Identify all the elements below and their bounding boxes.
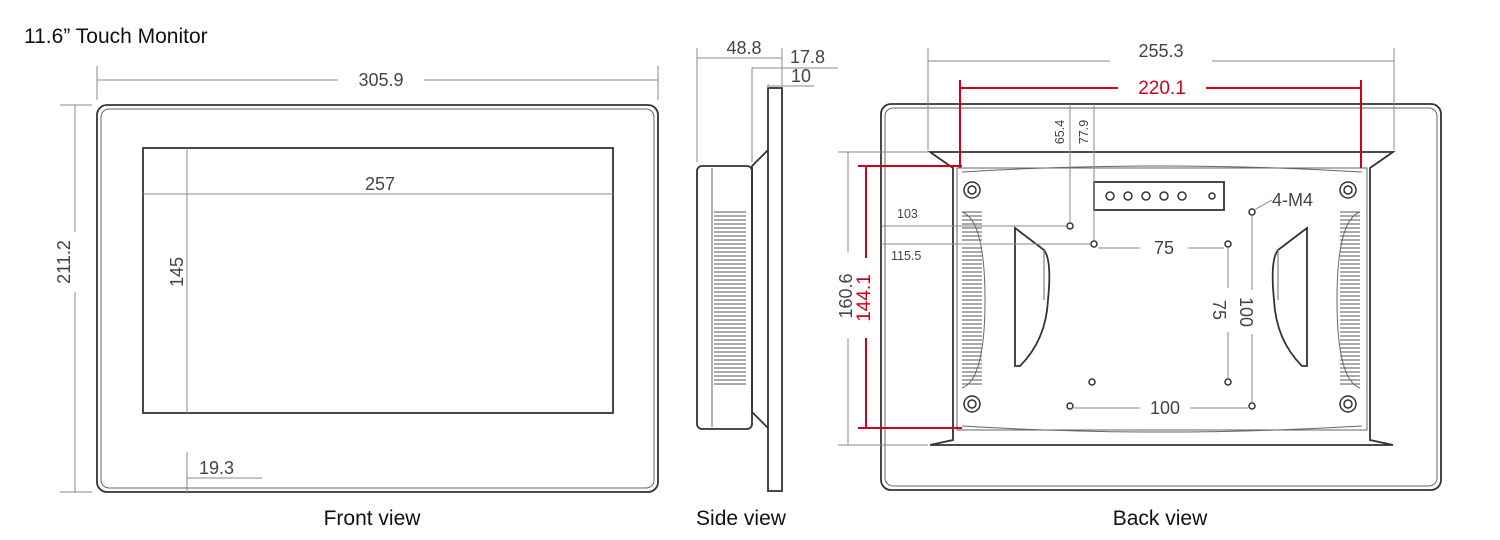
front-screen — [142, 147, 614, 414]
back-cutout-width-label: 220.1 — [1138, 78, 1186, 99]
front-width-dimension: 305.9 — [96, 66, 659, 100]
back-height-dimension: 160.6 — [836, 151, 928, 446]
side-bezel — [767, 87, 783, 492]
side-housing-taper — [751, 149, 769, 429]
back-cutout-height-dimension: 144.1 — [854, 165, 962, 429]
vesa-75-vertical-dimension: 75 — [1209, 248, 1229, 378]
bottom-border-dimension: 19.3 — [186, 452, 262, 492]
handle-right — [1271, 226, 1308, 367]
vesa-holes — [1066, 208, 1256, 410]
side-view: 48.8 17.8 10 Side view — [696, 38, 838, 530]
screen-width-label: 257 — [365, 174, 395, 194]
offset-65-label: 65.4 — [1053, 120, 1067, 144]
vesa-75-vertical-label: 75 — [1209, 300, 1229, 320]
screen-width-dimension: 257 — [143, 174, 613, 195]
front-height-dimension: 211.2 — [54, 104, 92, 493]
back-height-label: 160.6 — [836, 273, 856, 318]
side-depth-total-label: 48.8 — [726, 38, 761, 58]
side-vent-fins — [714, 211, 746, 385]
back-housing-panel — [956, 167, 1368, 431]
vesa-100-horizontal-dimension: 100 — [1074, 398, 1248, 418]
back-cutout-height-label: 144.1 — [854, 274, 875, 322]
back-width-dimension: 255.3 — [927, 41, 1395, 150]
front-view-caption: Front view — [324, 507, 422, 530]
side-view-caption: Side view — [696, 507, 787, 530]
back-housing — [927, 151, 1396, 446]
offset-77-label: 77.9 — [1077, 120, 1091, 144]
back-width-label: 255.3 — [1138, 41, 1183, 61]
front-width-label: 305.9 — [358, 70, 403, 90]
screen-height-dimension: 145 — [167, 148, 188, 413]
handle-left — [1014, 226, 1051, 367]
back-view: 255.3 220.1 160.6 144.1 — [836, 41, 1442, 530]
bottom-border-label: 19.3 — [199, 458, 234, 478]
vesa-75-horizontal-label: 75 — [1154, 238, 1174, 258]
front-height-label: 211.2 — [54, 240, 74, 284]
side-bezel-label: 10 — [791, 66, 811, 86]
side-rear-body — [696, 165, 753, 430]
vesa-100-horizontal-label: 100 — [1150, 398, 1180, 418]
back-cutout-width-dimension: 220.1 — [959, 78, 1362, 168]
vesa-75-horizontal-dimension: 75 — [1098, 238, 1224, 258]
offset-103-label: 103 — [897, 207, 918, 221]
port-holes — [1105, 191, 1216, 201]
back-frame-inner — [884, 107, 1438, 487]
back-offset-horizontal-dimensions: 103 115.5 — [881, 207, 1090, 263]
vesa-100-vertical-dimension: 100 — [1236, 216, 1256, 402]
drawing-title: 11.6” Touch Monitor — [24, 25, 208, 48]
front-frame-outer — [96, 104, 659, 493]
front-view: 305.9 211.2 257 145 19.3 Front view — [54, 66, 659, 530]
screw-callout: 4-M4 — [1253, 190, 1313, 211]
side-depth-dimension: 48.8 17.8 10 — [696, 38, 838, 162]
screw-note-label: 4-M4 — [1272, 190, 1313, 210]
back-frame-outer — [880, 103, 1442, 491]
back-offset-vertical-dimensions: 65.4 77.9 — [1053, 104, 1095, 240]
corner-bosses — [963, 181, 1357, 413]
screen-height-label: 145 — [167, 257, 187, 287]
front-frame-inner — [100, 108, 655, 489]
side-depth-front-label: 17.8 — [790, 47, 825, 67]
back-vent-right — [1340, 211, 1360, 385]
offset-115-label: 115.5 — [891, 249, 921, 263]
back-view-caption: Back view — [1113, 507, 1208, 530]
vesa-100-vertical-label: 100 — [1236, 297, 1256, 327]
